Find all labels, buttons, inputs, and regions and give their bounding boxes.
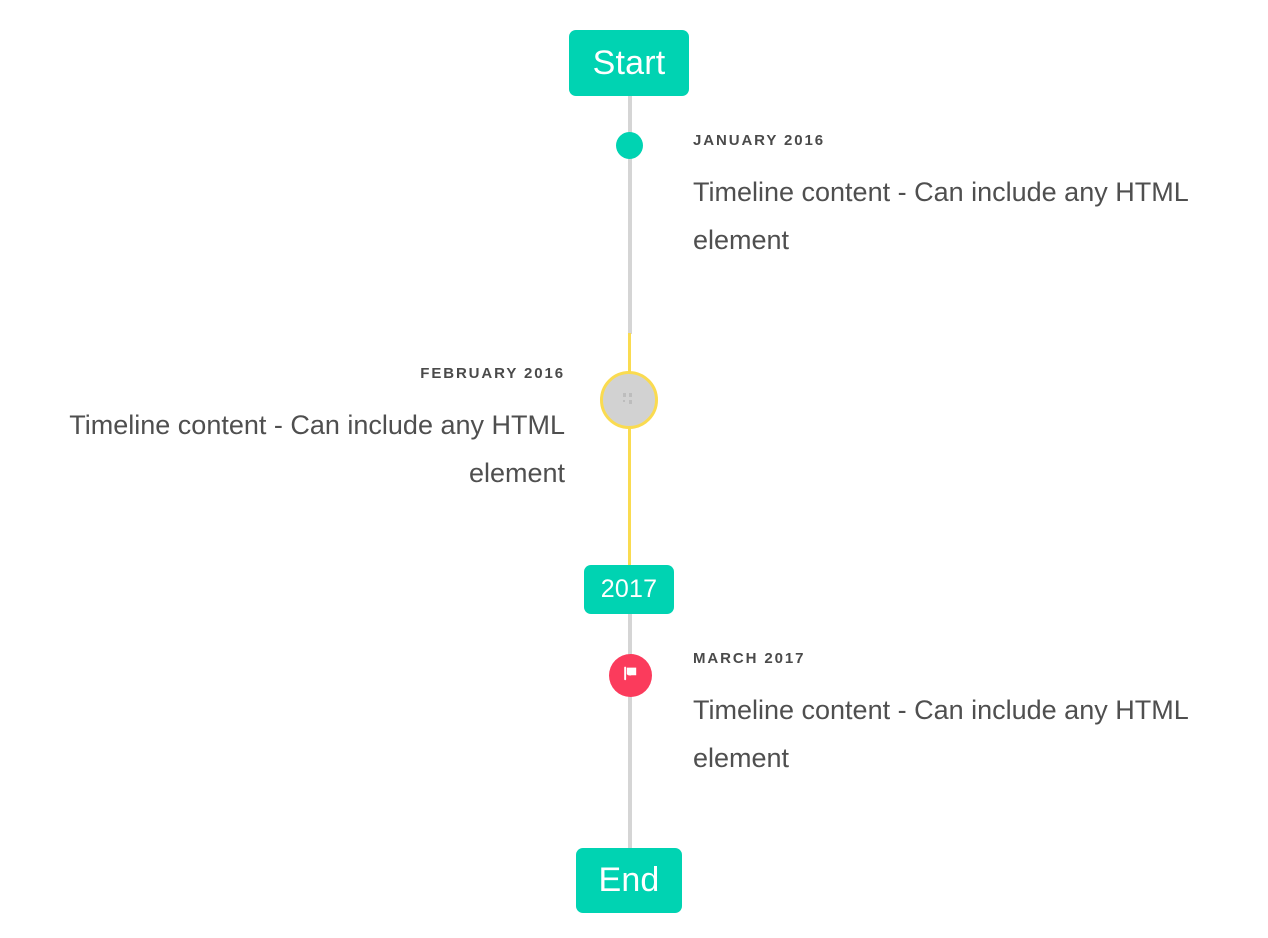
timeline-entry-february: FEBRUARY 2016 Timeline content - Can inc… [35,365,565,497]
timeline-year-label: 2017 [600,575,658,603]
broken-image-icon [621,391,637,410]
timeline-entry-date: JANUARY 2016 [693,132,826,149]
timeline-year-badge[interactable]: 2017 [584,565,674,614]
timeline-entry-body: Timeline content - Can include any HTML … [693,694,1188,773]
timeline-entry-date: FEBRUARY 2016 [420,365,565,382]
timeline-end-badge[interactable]: End [576,848,682,913]
timeline-entry-date: MARCH 2017 [693,650,806,667]
timeline-start-label: Start [592,43,666,82]
timeline-end-label: End [598,861,660,899]
timeline-rail-gray-bottom [628,614,632,848]
timeline-entry-body: Timeline content - Can include any HTML … [693,176,1188,255]
timeline-marker-january[interactable] [616,132,643,159]
timeline-marker-march[interactable] [609,654,652,697]
timeline-rail-gray-top [628,94,632,334]
timeline-entry-january: JANUARY 2016 Timeline content - Can incl… [693,132,1223,264]
timeline-rail-yellow [628,333,631,565]
timeline-start-badge[interactable]: Start [569,30,689,96]
timeline-marker-february[interactable] [600,371,658,429]
flag-icon [620,663,641,689]
timeline-entry-body: Timeline content - Can include any HTML … [69,409,565,488]
timeline-entry-march: MARCH 2017 Timeline content - Can includ… [693,650,1223,782]
